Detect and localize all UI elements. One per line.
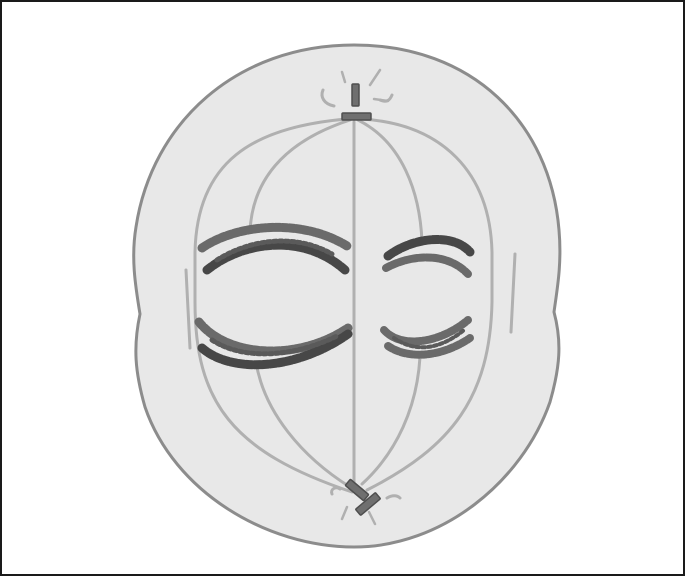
cell-diagram (2, 2, 685, 578)
diagram-frame (0, 0, 685, 576)
